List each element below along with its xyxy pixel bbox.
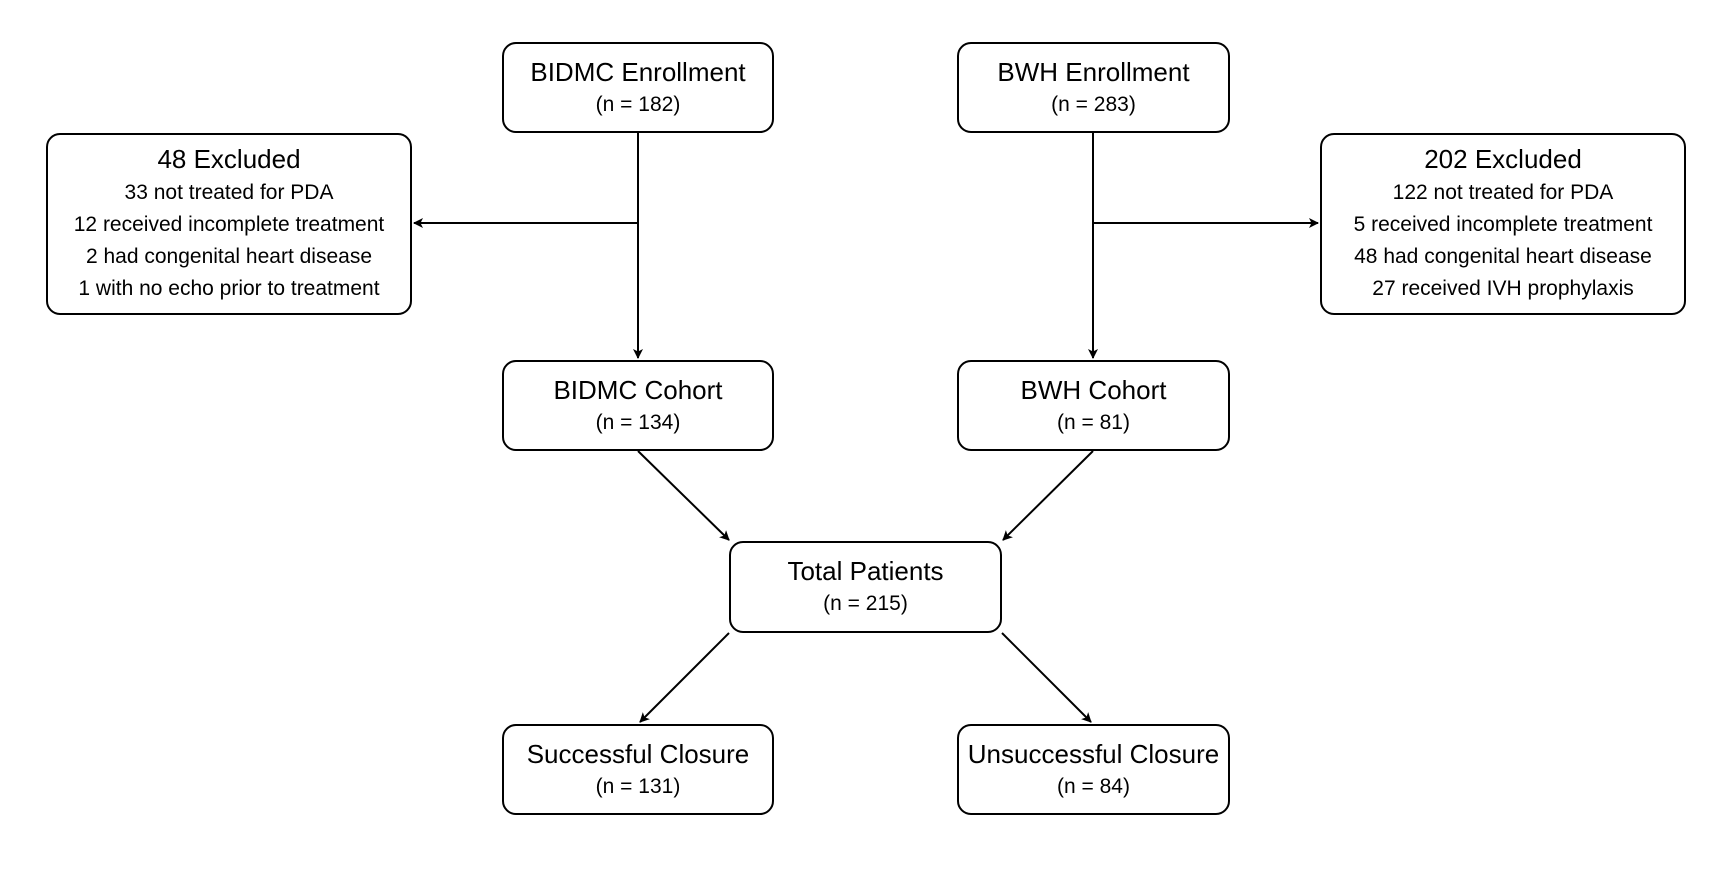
node-title: Total Patients bbox=[787, 556, 944, 586]
edge-bidmc-cohort-to-total bbox=[637, 450, 730, 541]
total-patients-node: Total Patients (n = 215) bbox=[729, 541, 1002, 633]
exclusion-reason: 2 had congenital heart disease bbox=[85, 245, 373, 268]
node-title: Successful Closure bbox=[526, 738, 750, 769]
exclusion-reason: 27 received IVH prophylaxis bbox=[1372, 277, 1634, 300]
exclusion-reason: 48 had congenital heart disease bbox=[1354, 245, 1652, 268]
node-count: (n = 131) bbox=[595, 774, 681, 798]
edge-bwh-cohort-to-total bbox=[1002, 450, 1094, 541]
exclusion-reason: 12 received incomplete treatment bbox=[73, 213, 385, 236]
edge-total-to-unsuccessful bbox=[1001, 632, 1092, 723]
node-count: (n = 182) bbox=[595, 92, 681, 116]
exclusion-reason: 122 not treated for PDA bbox=[1392, 181, 1614, 204]
unsuccessful-closure-node: Unsuccessful Closure (n = 84) bbox=[957, 724, 1230, 815]
node-title: BIDMC Cohort bbox=[553, 374, 723, 405]
node-title: Unsuccessful Closure bbox=[967, 738, 1220, 769]
bwh-enrollment-node: BWH Enrollment (n = 283) bbox=[957, 42, 1230, 133]
successful-closure-node: Successful Closure (n = 131) bbox=[502, 724, 774, 815]
exclusion-reason: 1 with no echo prior to treatment bbox=[78, 277, 380, 300]
node-title: 48 Excluded bbox=[157, 144, 301, 174]
node-count: (n = 134) bbox=[595, 410, 681, 434]
node-count: (n = 215) bbox=[823, 592, 908, 615]
bidmc-excluded-node: 48 Excluded 33 not treated for PDA 12 re… bbox=[46, 133, 412, 315]
bwh-cohort-node: BWH Cohort (n = 81) bbox=[957, 360, 1230, 451]
exclusion-reason: 5 received incomplete treatment bbox=[1353, 213, 1653, 236]
exclusion-reason: 33 not treated for PDA bbox=[124, 181, 334, 204]
bwh-excluded-node: 202 Excluded 122 not treated for PDA 5 r… bbox=[1320, 133, 1686, 315]
node-title: BIDMC Enrollment bbox=[530, 56, 746, 87]
node-count: (n = 283) bbox=[1051, 92, 1136, 116]
bidmc-cohort-node: BIDMC Cohort (n = 134) bbox=[502, 360, 774, 451]
node-count: (n = 84) bbox=[1057, 774, 1130, 798]
node-title: 202 Excluded bbox=[1424, 144, 1582, 174]
node-count: (n = 81) bbox=[1057, 410, 1130, 434]
bidmc-enrollment-node: BIDMC Enrollment (n = 182) bbox=[502, 42, 774, 133]
node-title: BWH Cohort bbox=[1020, 374, 1167, 405]
node-title: BWH Enrollment bbox=[997, 56, 1190, 87]
edge-total-to-successful bbox=[639, 632, 730, 723]
